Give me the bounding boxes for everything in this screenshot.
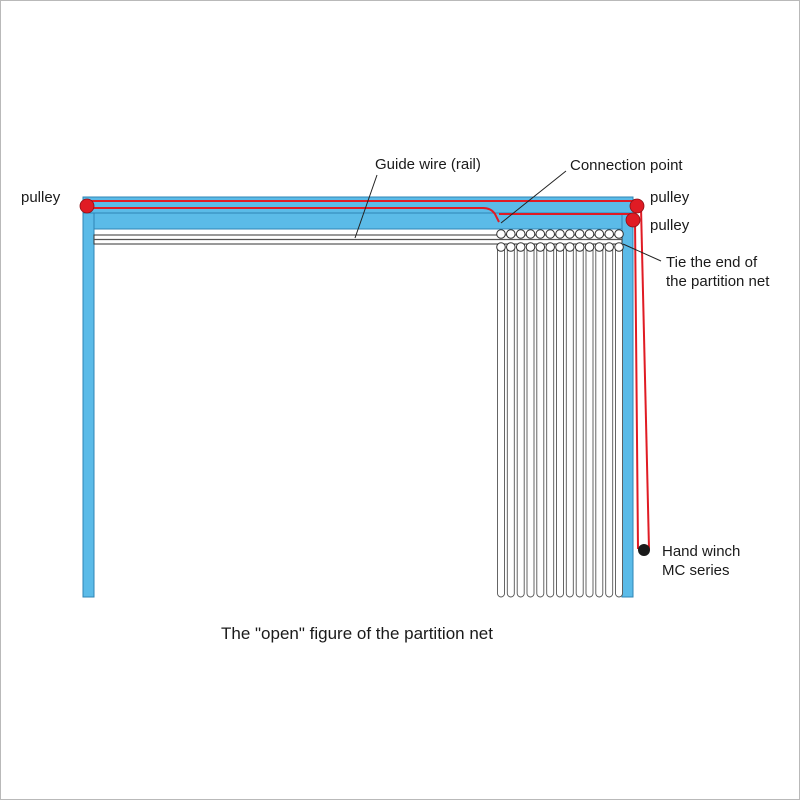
net-ring — [604, 229, 615, 239]
top-beam-lower — [82, 212, 634, 230]
rope-to-connection — [87, 207, 500, 223]
net-ring — [584, 242, 595, 252]
guide-wire — [93, 234, 623, 245]
label-guide-wire: Guide wire (rail) — [375, 156, 481, 173]
label-tie-end-line1: Tie the end of — [666, 254, 758, 271]
hand-winch-icon — [638, 544, 650, 556]
label-tie-end-line2: the partition net — [666, 273, 770, 290]
net-strand — [546, 244, 555, 598]
net-ring — [574, 229, 585, 239]
net-ring — [614, 229, 624, 239]
pulley-left-icon — [79, 198, 95, 214]
label-pulley-right-top: pulley — [650, 189, 690, 206]
left-post — [82, 212, 95, 598]
rope-down-left — [632, 213, 639, 550]
rope — [87, 200, 650, 550]
net-ring — [565, 229, 575, 239]
net-ring — [506, 229, 516, 239]
top-beam-upper — [82, 196, 634, 214]
label-winch-line2: MC series — [662, 562, 730, 579]
net-strand — [615, 244, 623, 598]
leader-lines — [354, 170, 662, 262]
net-ring — [506, 242, 516, 252]
pulley-right-top-icon — [629, 198, 645, 214]
net-ring — [535, 242, 546, 252]
net-ring — [496, 242, 506, 252]
net-ring — [594, 242, 605, 252]
net-ring — [555, 242, 565, 252]
net-ring — [515, 242, 526, 252]
rope-down-right — [640, 206, 650, 550]
net-strand — [565, 244, 574, 598]
net-ring — [584, 229, 595, 239]
net-ring — [496, 229, 506, 239]
net-ring — [545, 229, 556, 239]
label-winch-line1: Hand winch — [662, 543, 740, 560]
net-ring — [535, 229, 546, 239]
net-ring — [545, 242, 556, 252]
net-ring — [555, 229, 565, 239]
net-strand — [516, 244, 525, 598]
net-strand — [605, 244, 614, 598]
leader-guide-wire — [354, 174, 378, 239]
label-pulley-left: pulley — [21, 189, 61, 206]
net-ring — [525, 242, 536, 252]
net-strand — [595, 244, 604, 598]
label-connection-point: Connection point — [570, 157, 683, 174]
net-ring — [614, 242, 624, 252]
net-strand — [536, 244, 545, 598]
net-strand — [497, 244, 505, 598]
label-pulley-right-lower: pulley — [650, 217, 690, 234]
net-strand — [556, 244, 564, 598]
net-ring — [525, 229, 536, 239]
diagram-caption: The "open" figure of the partition net — [221, 624, 493, 643]
net-strand — [585, 244, 594, 598]
partition-net — [496, 229, 624, 598]
net-ring — [594, 229, 605, 239]
leader-tie-end — [622, 243, 662, 262]
net-ring — [565, 242, 575, 252]
net-strand — [506, 244, 515, 598]
leader-connection-point — [500, 170, 567, 224]
net-ring — [515, 229, 526, 239]
net-ring — [604, 242, 615, 252]
net-ring — [574, 242, 585, 252]
right-post — [621, 212, 634, 598]
pulley-right-lower-icon — [625, 212, 641, 228]
net-strand — [526, 244, 535, 598]
net-strand — [575, 244, 584, 598]
